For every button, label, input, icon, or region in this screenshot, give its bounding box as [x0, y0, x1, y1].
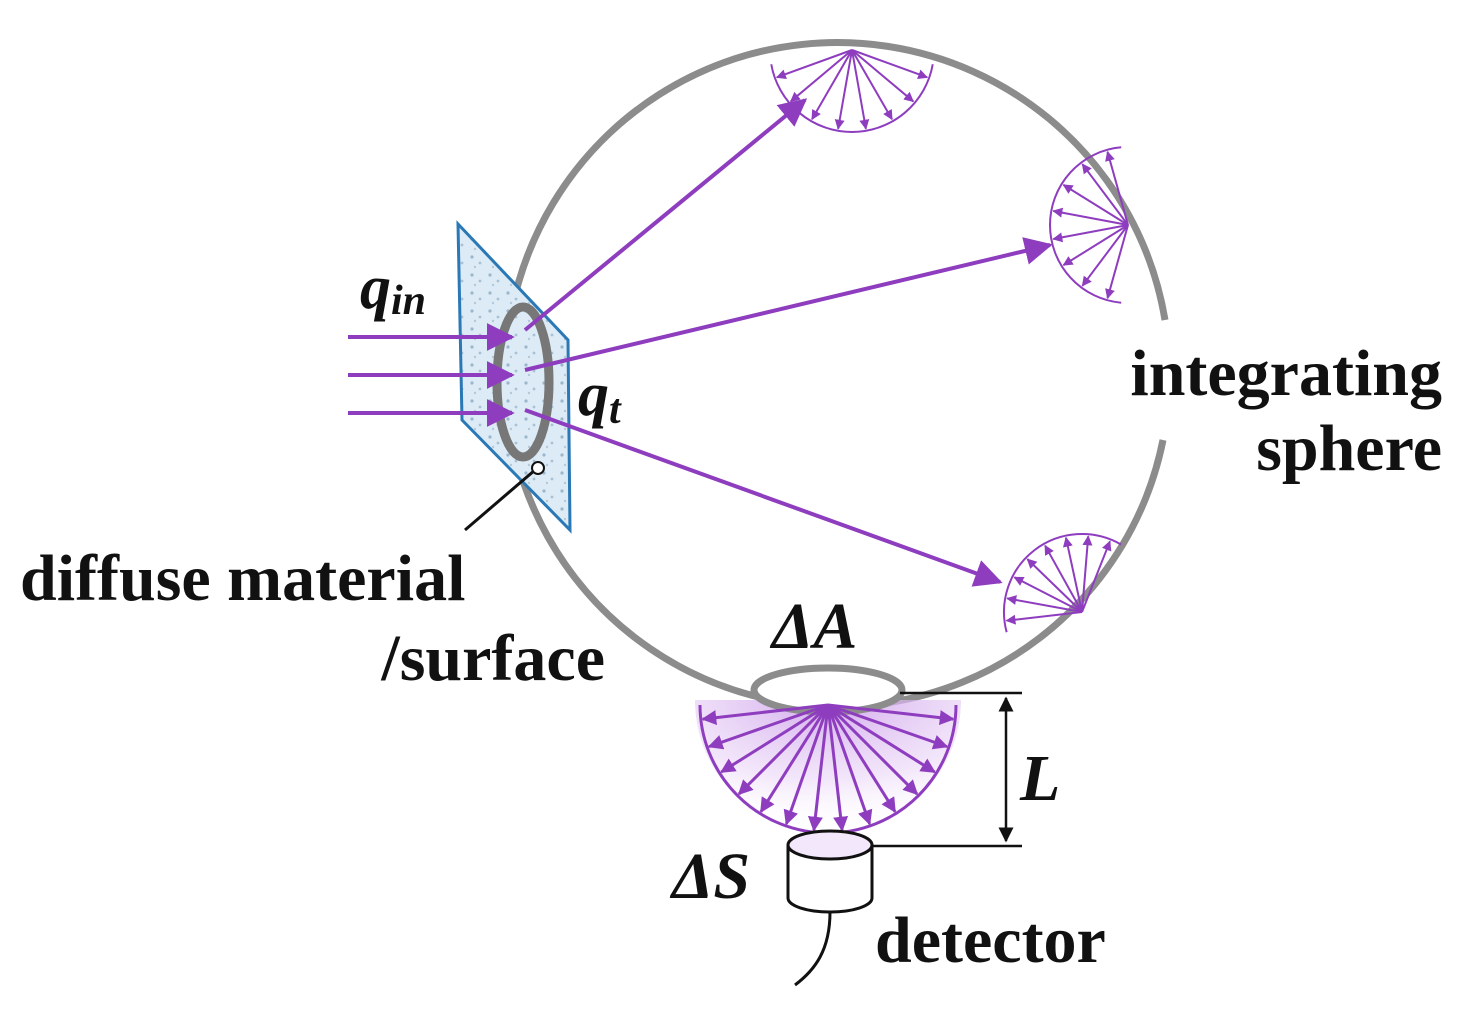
q-in-label: qin: [360, 254, 426, 324]
q-t-label: qt: [578, 361, 622, 433]
delta-s-label: ΔS: [669, 840, 750, 913]
length-label: L: [1019, 742, 1060, 815]
transmitted-rays: [523, 98, 1053, 587]
scatter-fans: [770, 49, 1129, 633]
right-scatter-fan: [1049, 146, 1129, 304]
incident-rays: [348, 323, 515, 427]
length-dimension: [860, 691, 1022, 848]
sphere-label-line1: integrating: [1130, 337, 1442, 410]
delta-a-label: ΔA: [769, 590, 857, 663]
sphere-label-line2: sphere: [1256, 412, 1442, 485]
delta-a-scatter-fan: [698, 703, 958, 835]
detector-label: detector: [875, 904, 1106, 977]
material-label-line2: /surface: [380, 622, 605, 695]
top-scatter-fan: [770, 49, 934, 133]
detector-icon: [786, 829, 874, 987]
detector-scatter-fan: [698, 703, 958, 835]
lower-right-scatter-fan: [1003, 533, 1122, 633]
material-label-line1: diffuse material: [20, 542, 465, 615]
material-leader: [464, 461, 545, 532]
